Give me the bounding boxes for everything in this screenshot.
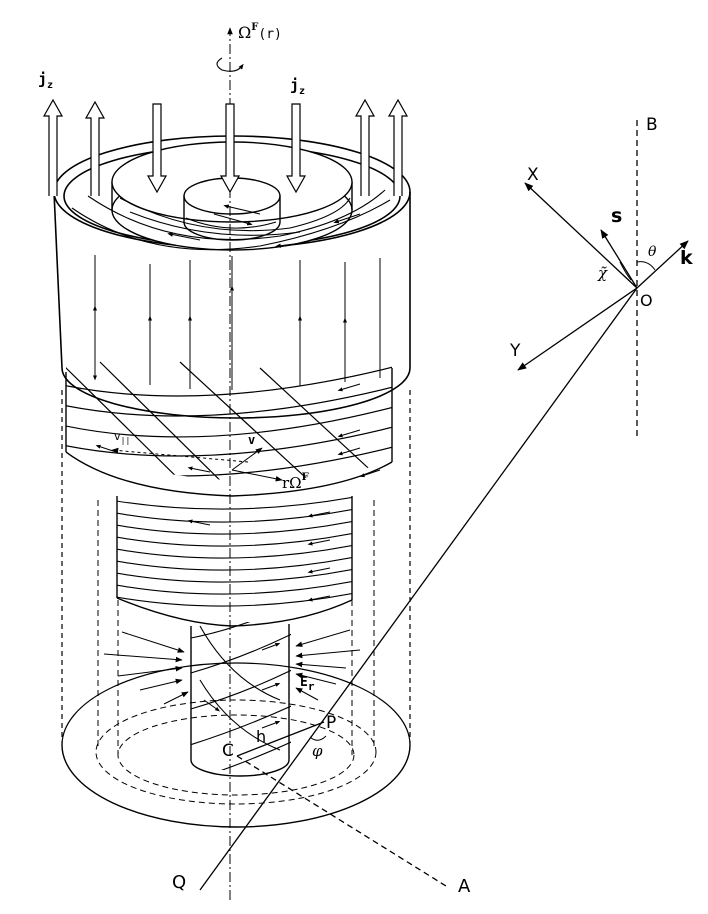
- current-arrows: [42, 98, 409, 196]
- vector-k-arrow: [636, 240, 689, 289]
- label-P: P: [326, 713, 336, 733]
- theta-arc: [636, 261, 656, 271]
- label-Y: Y: [509, 341, 521, 361]
- inner-thin-cylinder: [190, 622, 291, 777]
- vector-s-arrow: [600, 229, 638, 289]
- current-down-arrow: [219, 103, 241, 194]
- label-X: X: [527, 165, 539, 185]
- label-A: A: [458, 876, 471, 897]
- phi-arc: [309, 735, 327, 741]
- label-theta: θ: [648, 244, 657, 260]
- current-up-arrow: [354, 98, 376, 196]
- observer-frame: [517, 120, 689, 440]
- label-O: O: [640, 291, 653, 310]
- label-E-r: Er: [300, 675, 315, 693]
- outer-cylinder: [61, 390, 411, 828]
- label-h: h: [256, 727, 266, 746]
- middle-coil: [116, 496, 353, 627]
- label-C: C: [222, 741, 234, 761]
- current-up-arrow: [387, 98, 409, 196]
- rotation-sense-arc: [216, 57, 244, 72]
- top-band-field-lines: [93, 255, 381, 390]
- label-r-omega: rΩF: [282, 472, 309, 492]
- label-omega: ΩF(r): [238, 22, 282, 42]
- label-chi: χ̃: [597, 264, 608, 282]
- labels: ΩF(r) jz jz B X Y s k θ χ̃ O v|| v rΩF E…: [38, 22, 693, 897]
- label-v: v: [248, 433, 255, 447]
- current-down-arrow: [285, 103, 307, 194]
- chi-arc: [619, 261, 632, 281]
- radial-field-arrows: [103, 629, 361, 705]
- line-C-to-P: [236, 721, 325, 757]
- top-cylinder-bottom-edge: [61, 367, 411, 419]
- top-ring-spirals: [71, 189, 391, 251]
- label-Q: Q: [172, 872, 186, 893]
- current-up-arrow: [42, 98, 64, 196]
- line-of-sight: [199, 287, 638, 891]
- axis-X-arrow: [524, 182, 638, 289]
- line-Q-to-O: [199, 287, 638, 891]
- axis-Y-arrow: [517, 287, 638, 371]
- label-s: s: [611, 205, 622, 227]
- top-cylinder-left-wall: [53, 191, 63, 369]
- current-down-arrow: [146, 103, 168, 194]
- label-k: k: [680, 247, 693, 269]
- label-jz-left: jz: [38, 70, 53, 91]
- line-C-to-A: [236, 755, 447, 887]
- label-B: B: [646, 115, 658, 135]
- outer-cylinder-bottom-rim: [61, 744, 411, 828]
- velocity-vectors: [111, 447, 283, 482]
- outer-cylinder-bottom-back: [61, 662, 411, 746]
- label-v-parallel: v||: [114, 430, 130, 445]
- current-up-arrow: [84, 100, 106, 196]
- label-jz-right: jz: [290, 76, 305, 97]
- inner-dashed-cylinders: [95, 500, 377, 805]
- label-phi: φ: [312, 742, 323, 760]
